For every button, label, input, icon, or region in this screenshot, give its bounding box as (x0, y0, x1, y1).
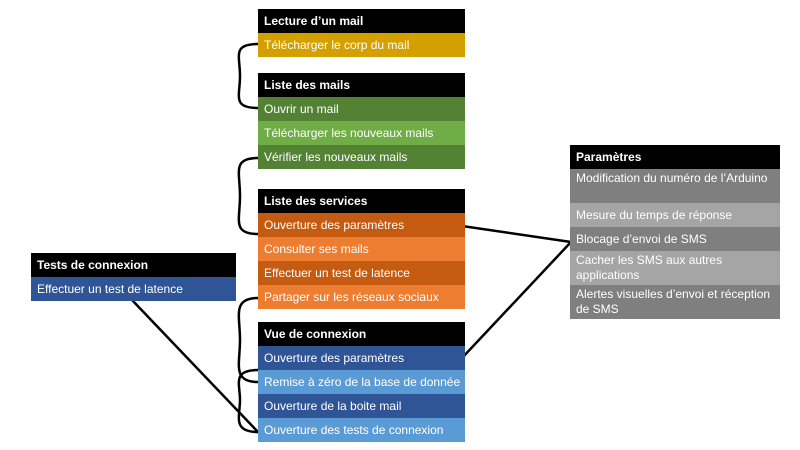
item-services-parametres[interactable]: Ouverture des paramètres (258, 213, 465, 237)
item-telecharger-nouveaux[interactable]: Télécharger les nouveaux mails (258, 121, 465, 145)
item-alertes-visuelles[interactable]: Alertes visuelles d’envoi et réception d… (570, 285, 780, 319)
group-liste-services-title: Liste des services (258, 189, 465, 213)
item-vue-parametres[interactable]: Ouverture des paramètres (258, 346, 465, 370)
group-lecture-mail: Lecture d’un mail Télécharger le corp du… (258, 9, 465, 57)
item-ouverture-tests[interactable]: Ouverture des tests de connexion (258, 418, 465, 442)
item-ouverture-boite[interactable]: Ouverture de la boite mail (258, 394, 465, 418)
item-ouvrir-mail[interactable]: Ouvrir un mail (258, 97, 465, 121)
item-tests-latence[interactable]: Effectuer un test de latence (31, 277, 236, 301)
group-parametres: Paramètres Modification du numéro de l’A… (570, 145, 780, 319)
group-liste-services: Liste des services Ouverture des paramèt… (258, 189, 465, 309)
group-vue-connexion-title: Vue de connexion (258, 322, 465, 346)
item-consulter-mails[interactable]: Consulter ses mails (258, 237, 465, 261)
connector-partager-to-vue (237, 296, 260, 384)
group-liste-mails: Liste des mails Ouvrir un mail Télécharg… (258, 73, 465, 169)
item-cacher-sms[interactable]: Cacher les SMS aux autres applications (570, 251, 780, 285)
item-modification-numero[interactable]: Modification du numéro de l’Arduino (570, 169, 780, 203)
connector-lecture-to-ouvrir (237, 42, 260, 110)
connector-vue-param-to-parametres (460, 240, 573, 360)
item-remise-zero[interactable]: Remise à zéro de la base de donnée (258, 370, 465, 394)
connector-verifier-to-services (237, 156, 260, 236)
group-vue-connexion: Vue de connexion Ouverture des paramètre… (258, 322, 465, 442)
group-tests-connexion: Tests de connexion Effectuer un test de … (31, 253, 236, 301)
item-telecharger-corps[interactable]: Télécharger le corp du mail (258, 33, 465, 57)
group-parametres-title: Paramètres (570, 145, 780, 169)
group-lecture-mail-title: Lecture d’un mail (258, 9, 465, 33)
item-mesure-temps[interactable]: Mesure du temps de réponse (570, 203, 780, 227)
group-liste-mails-title: Liste des mails (258, 73, 465, 97)
connector-services-param-to-parametres (460, 224, 573, 244)
item-blocage-sms[interactable]: Blocage d’envoi de SMS (570, 227, 780, 251)
item-test-latence[interactable]: Effectuer un test de latence (258, 261, 465, 285)
connector-vue-to-tests (237, 368, 260, 434)
item-verifier-nouveaux[interactable]: Vérifier les nouveaux mails (258, 145, 465, 169)
group-tests-connexion-title: Tests de connexion (31, 253, 236, 277)
connector-tests-latence-to-ouverture-tests (130, 298, 260, 434)
item-partager-reseaux[interactable]: Partager sur les réseaux sociaux (258, 285, 465, 309)
